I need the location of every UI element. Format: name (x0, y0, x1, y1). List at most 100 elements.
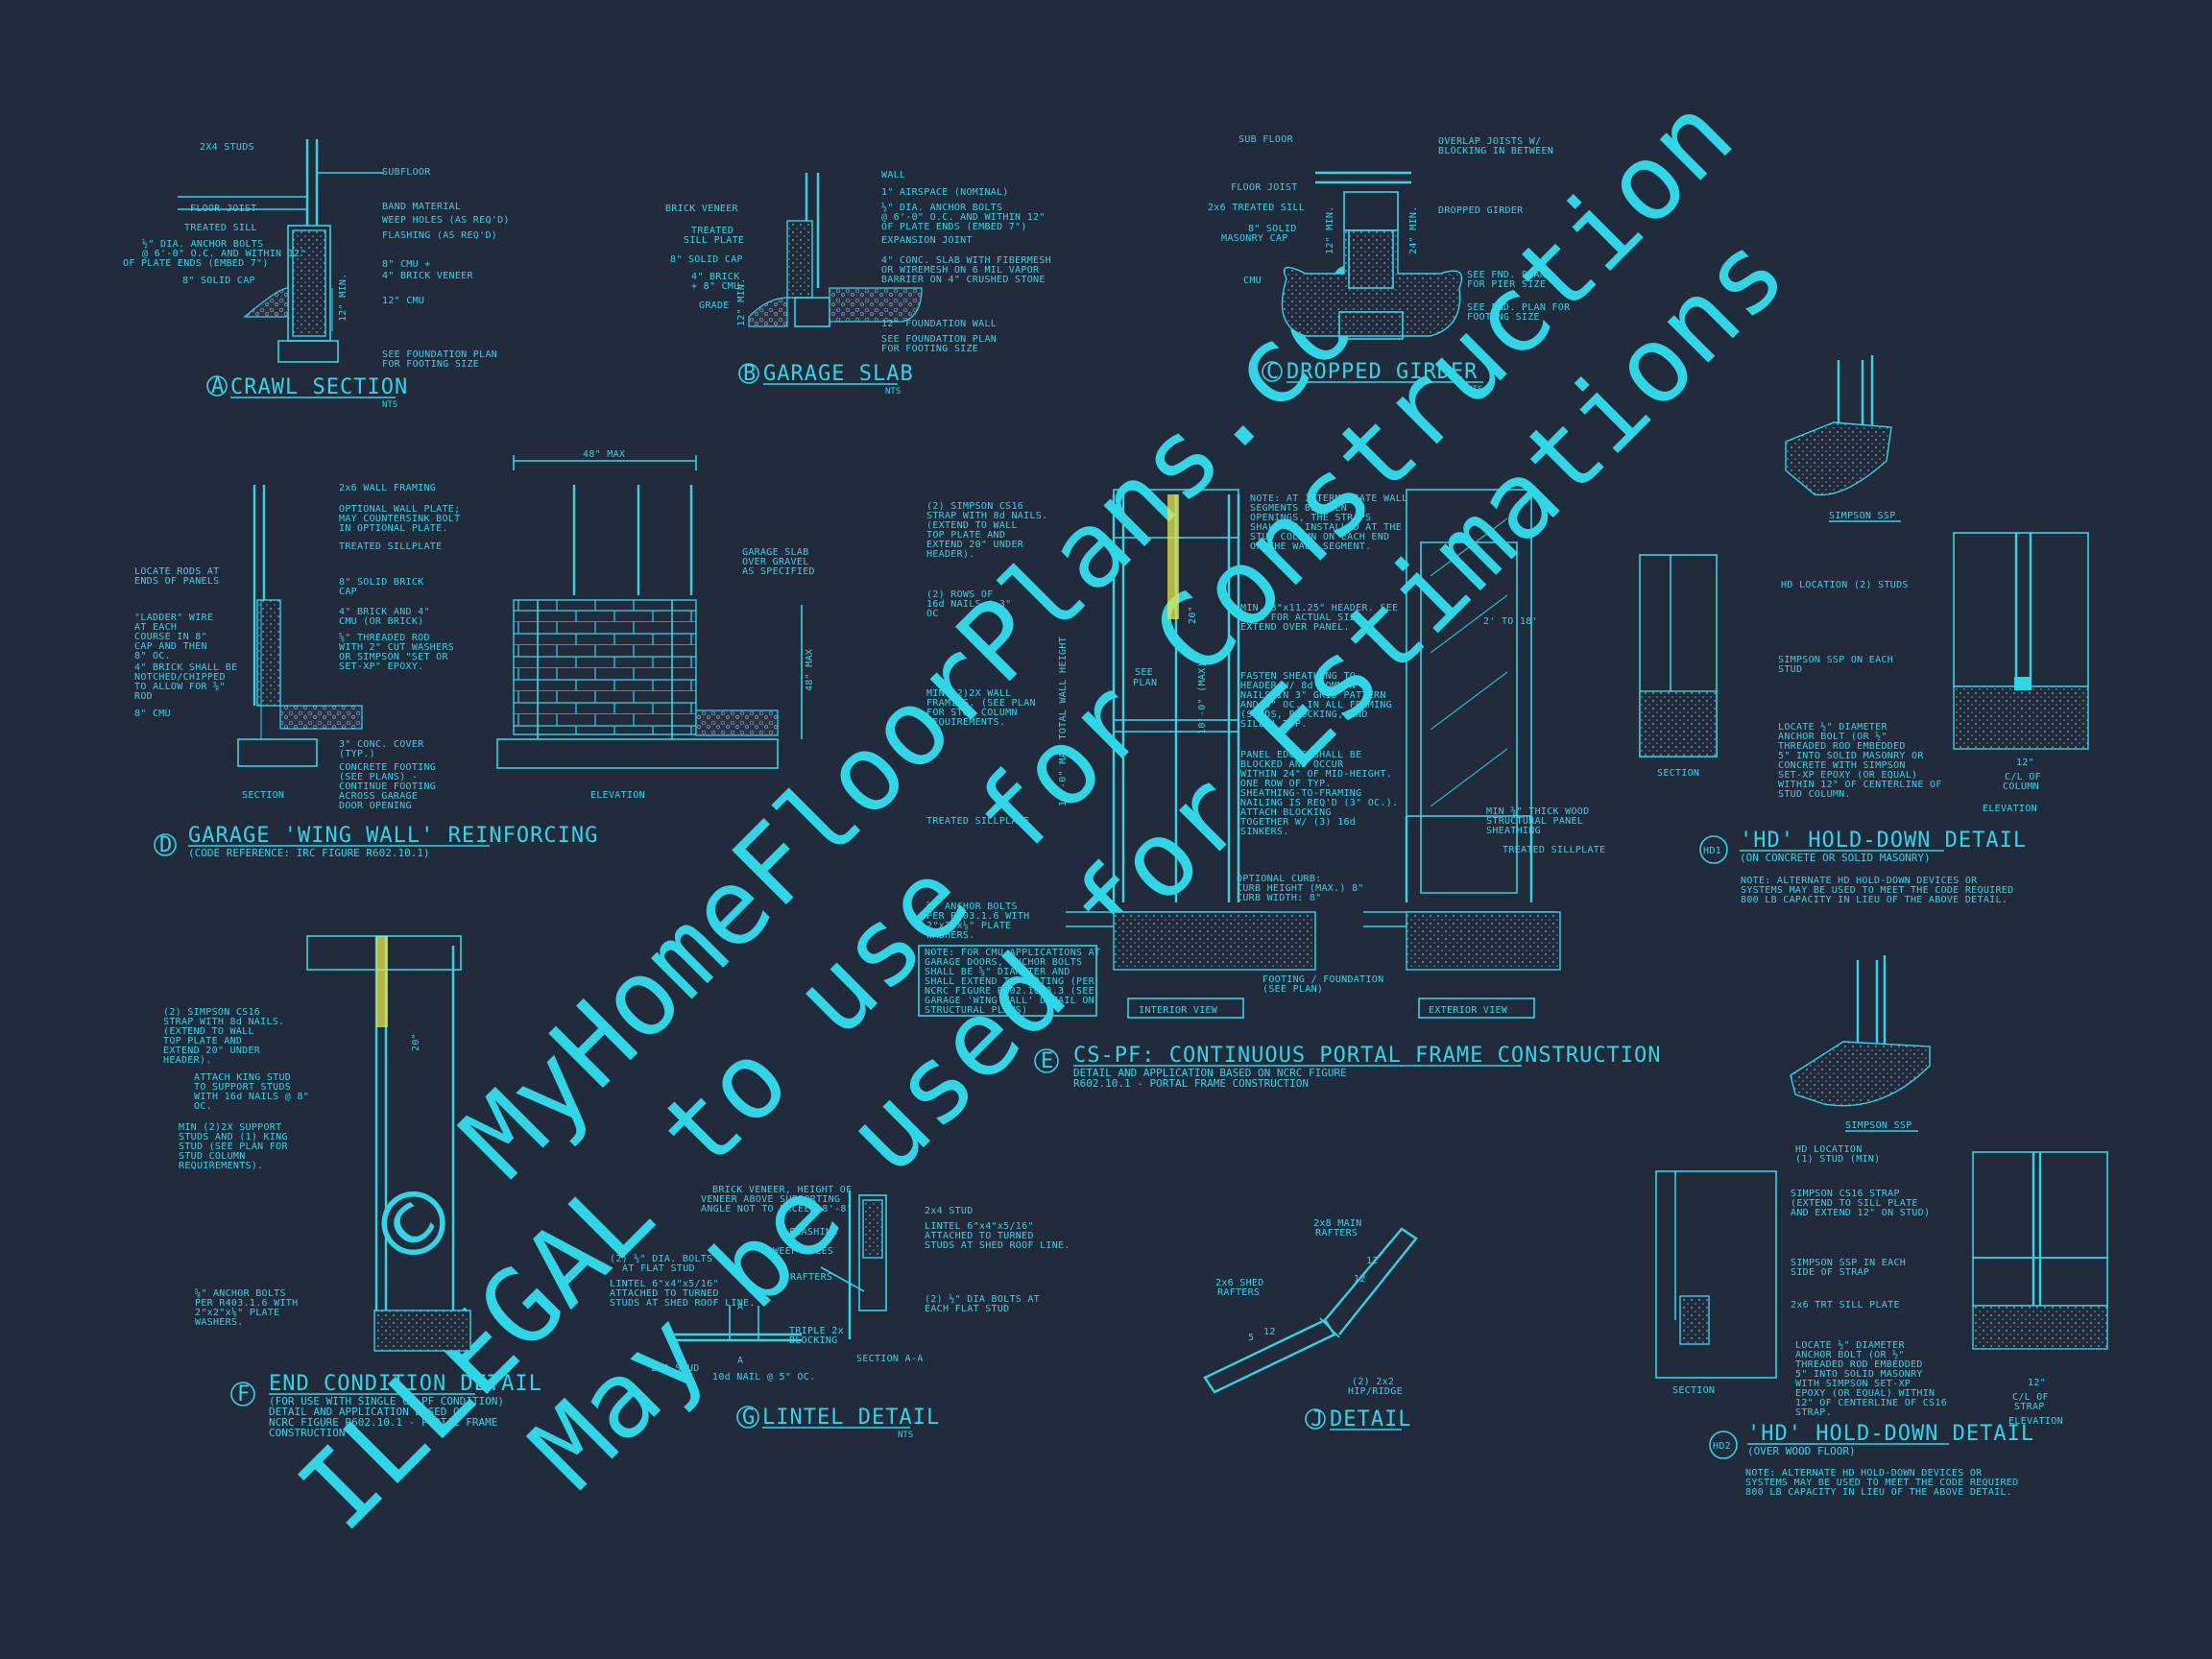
svg-text:PER R403.1.6 WITH: PER R403.1.6 WITH (195, 1298, 298, 1309)
svg-text:2x8 MAIN: 2x8 MAIN (1313, 1218, 1362, 1229)
detail-e-interior-view: INTERIOR VIEW (1139, 1005, 1218, 1016)
svg-text:FLASHING: FLASHING (789, 1227, 838, 1238)
svg-text:MIN (2)2X WALL: MIN (2)2X WALL (926, 688, 1012, 699)
svg-text:ATTACH KING STUD: ATTACH KING STUD (194, 1072, 291, 1083)
svg-text:EPOXY (OR EQUAL) WITHIN: EPOXY (OR EQUAL) WITHIN (1795, 1388, 1935, 1399)
svg-text:2X4 STUDS: 2X4 STUDS (200, 142, 254, 153)
svg-text:12: 12 (1263, 1327, 1276, 1337)
detail-d-mark (154, 833, 177, 856)
svg-text:SHALL BE ⅝" DIAMETER AND: SHALL BE ⅝" DIAMETER AND (925, 966, 1070, 977)
svg-text:(OVER WOOD FLOOR): (OVER WOOD FLOOR) (1747, 1445, 1856, 1457)
svg-text:2x6 TRT SILL PLATE: 2x6 TRT SILL PLATE (1791, 1300, 1900, 1310)
svg-text:STRUCTURAL PLANS): STRUCTURAL PLANS) (925, 1005, 1027, 1016)
svg-text:⅝" ANCHOR BOLTS: ⅝" ANCHOR BOLTS (926, 901, 1018, 912)
svg-text:CONCRETE WITH SIMPSON: CONCRETE WITH SIMPSON (1778, 760, 1906, 771)
detail-d-subtitle: (CODE REFERENCE: IRC FIGURE R602.10.1) (188, 847, 430, 859)
svg-text:SYSTEMS MAY BE USED TO MEET TH: SYSTEMS MAY BE USED TO MEET THE CODE REQ… (1745, 1478, 2018, 1488)
detail-d-dim-top: 48" MAX (583, 449, 625, 460)
detail-hd1-elevation-label: ELEVATION (1983, 804, 2037, 814)
svg-text:"LADDER" WIRE: "LADDER" WIRE (134, 613, 213, 623)
svg-text:10d NAIL @ 5" OC.: 10d NAIL @ 5" OC. (712, 1372, 815, 1382)
svg-text:12" MIN.: 12" MIN. (736, 277, 747, 326)
svg-text:NOTE: ALTERNATE HD HOLD-DOWN D: NOTE: ALTERNATE HD HOLD-DOWN DEVICES OR (1745, 1468, 1983, 1479)
detail-hd2-title: 'HD' HOLD-DOWN DETAIL (1747, 1422, 2034, 1446)
detail-f-mark (230, 1382, 255, 1407)
detail-b-mark (738, 363, 759, 384)
svg-text:TO ALLOW FOR ⅝": TO ALLOW FOR ⅝" (134, 681, 226, 692)
svg-text:BLOCKING IN BETWEEN: BLOCKING IN BETWEEN (1438, 146, 1553, 156)
detail-c-labels: SUB FLOOR OVERLAP JOISTS W/ BLOCKING IN … (1208, 134, 1571, 323)
svg-text:CONTINUE FOOTING: CONTINUE FOOTING (339, 781, 436, 792)
svg-text:REQUIREMENTS).: REQUIREMENTS). (179, 1161, 264, 1171)
detail-c-title: DROPPED GIRDER (1286, 360, 1478, 384)
svg-text:FLASHING (AS REQ'D): FLASHING (AS REQ'D) (382, 230, 497, 241)
svg-text:NAILING IS REQ'D (3" OC.).: NAILING IS REQ'D (3" OC.). (1240, 798, 1398, 808)
detail-e-strap (1167, 494, 1179, 619)
svg-text:TO SUPPORT STUDS: TO SUPPORT STUDS (194, 1082, 291, 1093)
svg-text:TOP PLATE AND: TOP PLATE AND (926, 530, 1005, 541)
svg-text:NTS: NTS (898, 1431, 913, 1440)
svg-text:(FOR USE WITH SINGLE CS-PF CON: (FOR USE WITH SINGLE CS-PF CONDITION) (269, 1395, 504, 1407)
svg-text:CONCRETE FOOTING: CONCRETE FOOTING (339, 762, 436, 773)
svg-text:NOTE: AT INTERMEDIATE WALL: NOTE: AT INTERMEDIATE WALL (1250, 493, 1407, 504)
svg-text:ACROSS GARAGE: ACROSS GARAGE (339, 791, 418, 802)
svg-text:(2) ½" DIA. BOLTS: (2) ½" DIA. BOLTS (610, 1253, 712, 1264)
svg-text:1" AIRSPACE (NOMINAL): 1" AIRSPACE (NOMINAL) (881, 187, 1009, 198)
svg-text:NOTE: ALTERNATE HD HOLD-DOWN D: NOTE: ALTERNATE HD HOLD-DOWN DEVICES OR (1741, 876, 1978, 886)
svg-text:HD2: HD2 (1713, 1441, 1731, 1452)
svg-text:AND 3" OC. IN ALL FRAMING: AND 3" OC. IN ALL FRAMING (1240, 700, 1392, 710)
svg-text:20": 20" (411, 1033, 421, 1051)
detail-b-title: GARAGE SLAB (763, 362, 914, 386)
detail-hd1-labels: HD LOCATION (2) STUDS SIMPSON SSP ON EAC… (1657, 580, 2041, 814)
svg-text:2"x2"x⅛" PLATE: 2"x2"x⅛" PLATE (195, 1307, 280, 1318)
svg-text:LINTEL 6"x4"x5/16": LINTEL 6"x4"x5/16" (610, 1279, 719, 1289)
detail-g-title: LINTEL DETAIL (762, 1406, 940, 1430)
svg-text:WASHERS.: WASHERS. (926, 930, 975, 941)
svg-text:(2) 2x2: (2) 2x2 (1352, 1377, 1394, 1387)
svg-text:TREATED SILLPLATE: TREATED SILLPLATE (1503, 845, 1605, 855)
svg-text:½" DIA. ANCHOR BOLTS: ½" DIA. ANCHOR BOLTS (881, 202, 1002, 213)
svg-text:TREATED SILL: TREATED SILL (184, 223, 257, 233)
svg-text:TOGETHER W/ (3) 16d: TOGETHER W/ (3) 16d (1240, 817, 1356, 828)
detail-a-crawl-section: 2X4 STUDS SUBFLOOR FLOOR JOIST BAND MATE… (123, 139, 509, 410)
svg-text:12" OF CENTERLINE OF CS16: 12" OF CENTERLINE OF CS16 (1795, 1398, 1947, 1408)
svg-text:DETAIL AND APPLICATION BASED O: DETAIL AND APPLICATION BASED ON (269, 1406, 466, 1418)
svg-text:SEE FOUNDATION PLAN: SEE FOUNDATION PLAN (382, 349, 497, 360)
svg-text:VENEER ABOVE SUPPORTING: VENEER ABOVE SUPPORTING (701, 1194, 840, 1205)
svg-text:+ 8" CMU: + 8" CMU (691, 281, 740, 292)
svg-text:AT FLAT STUD: AT FLAT STUD (622, 1263, 695, 1274)
svg-text:WASHERS.: WASHERS. (195, 1317, 244, 1328)
svg-text:3" CONC. COVER: 3" CONC. COVER (339, 739, 424, 750)
svg-text:4" BRICK SHALL BE: 4" BRICK SHALL BE (134, 662, 237, 673)
svg-text:PLAN: PLAN (1133, 678, 1157, 688)
svg-text:(ON CONCRETE OR SOLID MASONRY): (ON CONCRETE OR SOLID MASONRY) (1740, 852, 1931, 864)
svg-text:BRICK VENEER, HEIGHT OF: BRICK VENEER, HEIGHT OF (712, 1185, 852, 1195)
svg-text:CMU (OR BRICK): CMU (OR BRICK) (339, 616, 424, 627)
svg-text:STUD COLUMN ON EACH END: STUD COLUMN ON EACH END (1250, 532, 1389, 542)
detail-hd2-iso-label: SIMPSON SSP (1845, 1120, 1912, 1131)
svg-text:SIMPSON SSP ON EACH: SIMPSON SSP ON EACH (1778, 655, 1893, 665)
detail-j-title: DETAIL (1330, 1407, 1411, 1431)
svg-text:800 LB CAPACITY IN LIEU OF THE: 800 LB CAPACITY IN LIEU OF THE ABOVE DET… (1741, 895, 2008, 905)
svg-text:STRUCTURAL PANEL: STRUCTURAL PANEL (1486, 816, 1583, 827)
svg-text:SHALL EXTEND TO FOOTING (PER: SHALL EXTEND TO FOOTING (PER (925, 976, 1095, 987)
svg-text:OF THE WALL SEGMENT.: OF THE WALL SEGMENT. (1250, 541, 1371, 552)
svg-text:SEE: SEE (1135, 667, 1153, 678)
svg-text:ATTACHED TO TURNED: ATTACHED TO TURNED (610, 1288, 719, 1299)
svg-text:2x6 SHED: 2x6 SHED (1215, 1278, 1264, 1288)
detail-d-title: GARAGE 'WING WALL' REINFORCING (188, 824, 598, 848)
svg-text:SHALL BE INSTALLED AT THE: SHALL BE INSTALLED AT THE (1250, 522, 1402, 533)
svg-text:(SEE PLANS) -: (SEE PLANS) - (339, 772, 418, 782)
svg-text:OR SIMPSON "SET OR: OR SIMPSON "SET OR (339, 652, 448, 662)
svg-text:STUDS AT SHED ROOF LINE.: STUDS AT SHED ROOF LINE. (925, 1240, 1070, 1251)
detail-hd1-iso-label: SIMPSON SSP (1829, 511, 1896, 521)
svg-text:12: 12 (1366, 1256, 1379, 1266)
svg-text:SEGMENTS BETWEEN: SEGMENTS BETWEEN (1250, 503, 1347, 514)
svg-text:OC: OC (926, 609, 939, 619)
svg-text:G: G (742, 1406, 756, 1430)
svg-text:A: A (737, 1356, 743, 1366)
svg-text:LOCATE RODS AT: LOCATE RODS AT (134, 566, 220, 577)
svg-text:12": 12" (2016, 757, 2034, 768)
svg-text:FRAMING. (SEE PLAN: FRAMING. (SEE PLAN (926, 698, 1036, 709)
